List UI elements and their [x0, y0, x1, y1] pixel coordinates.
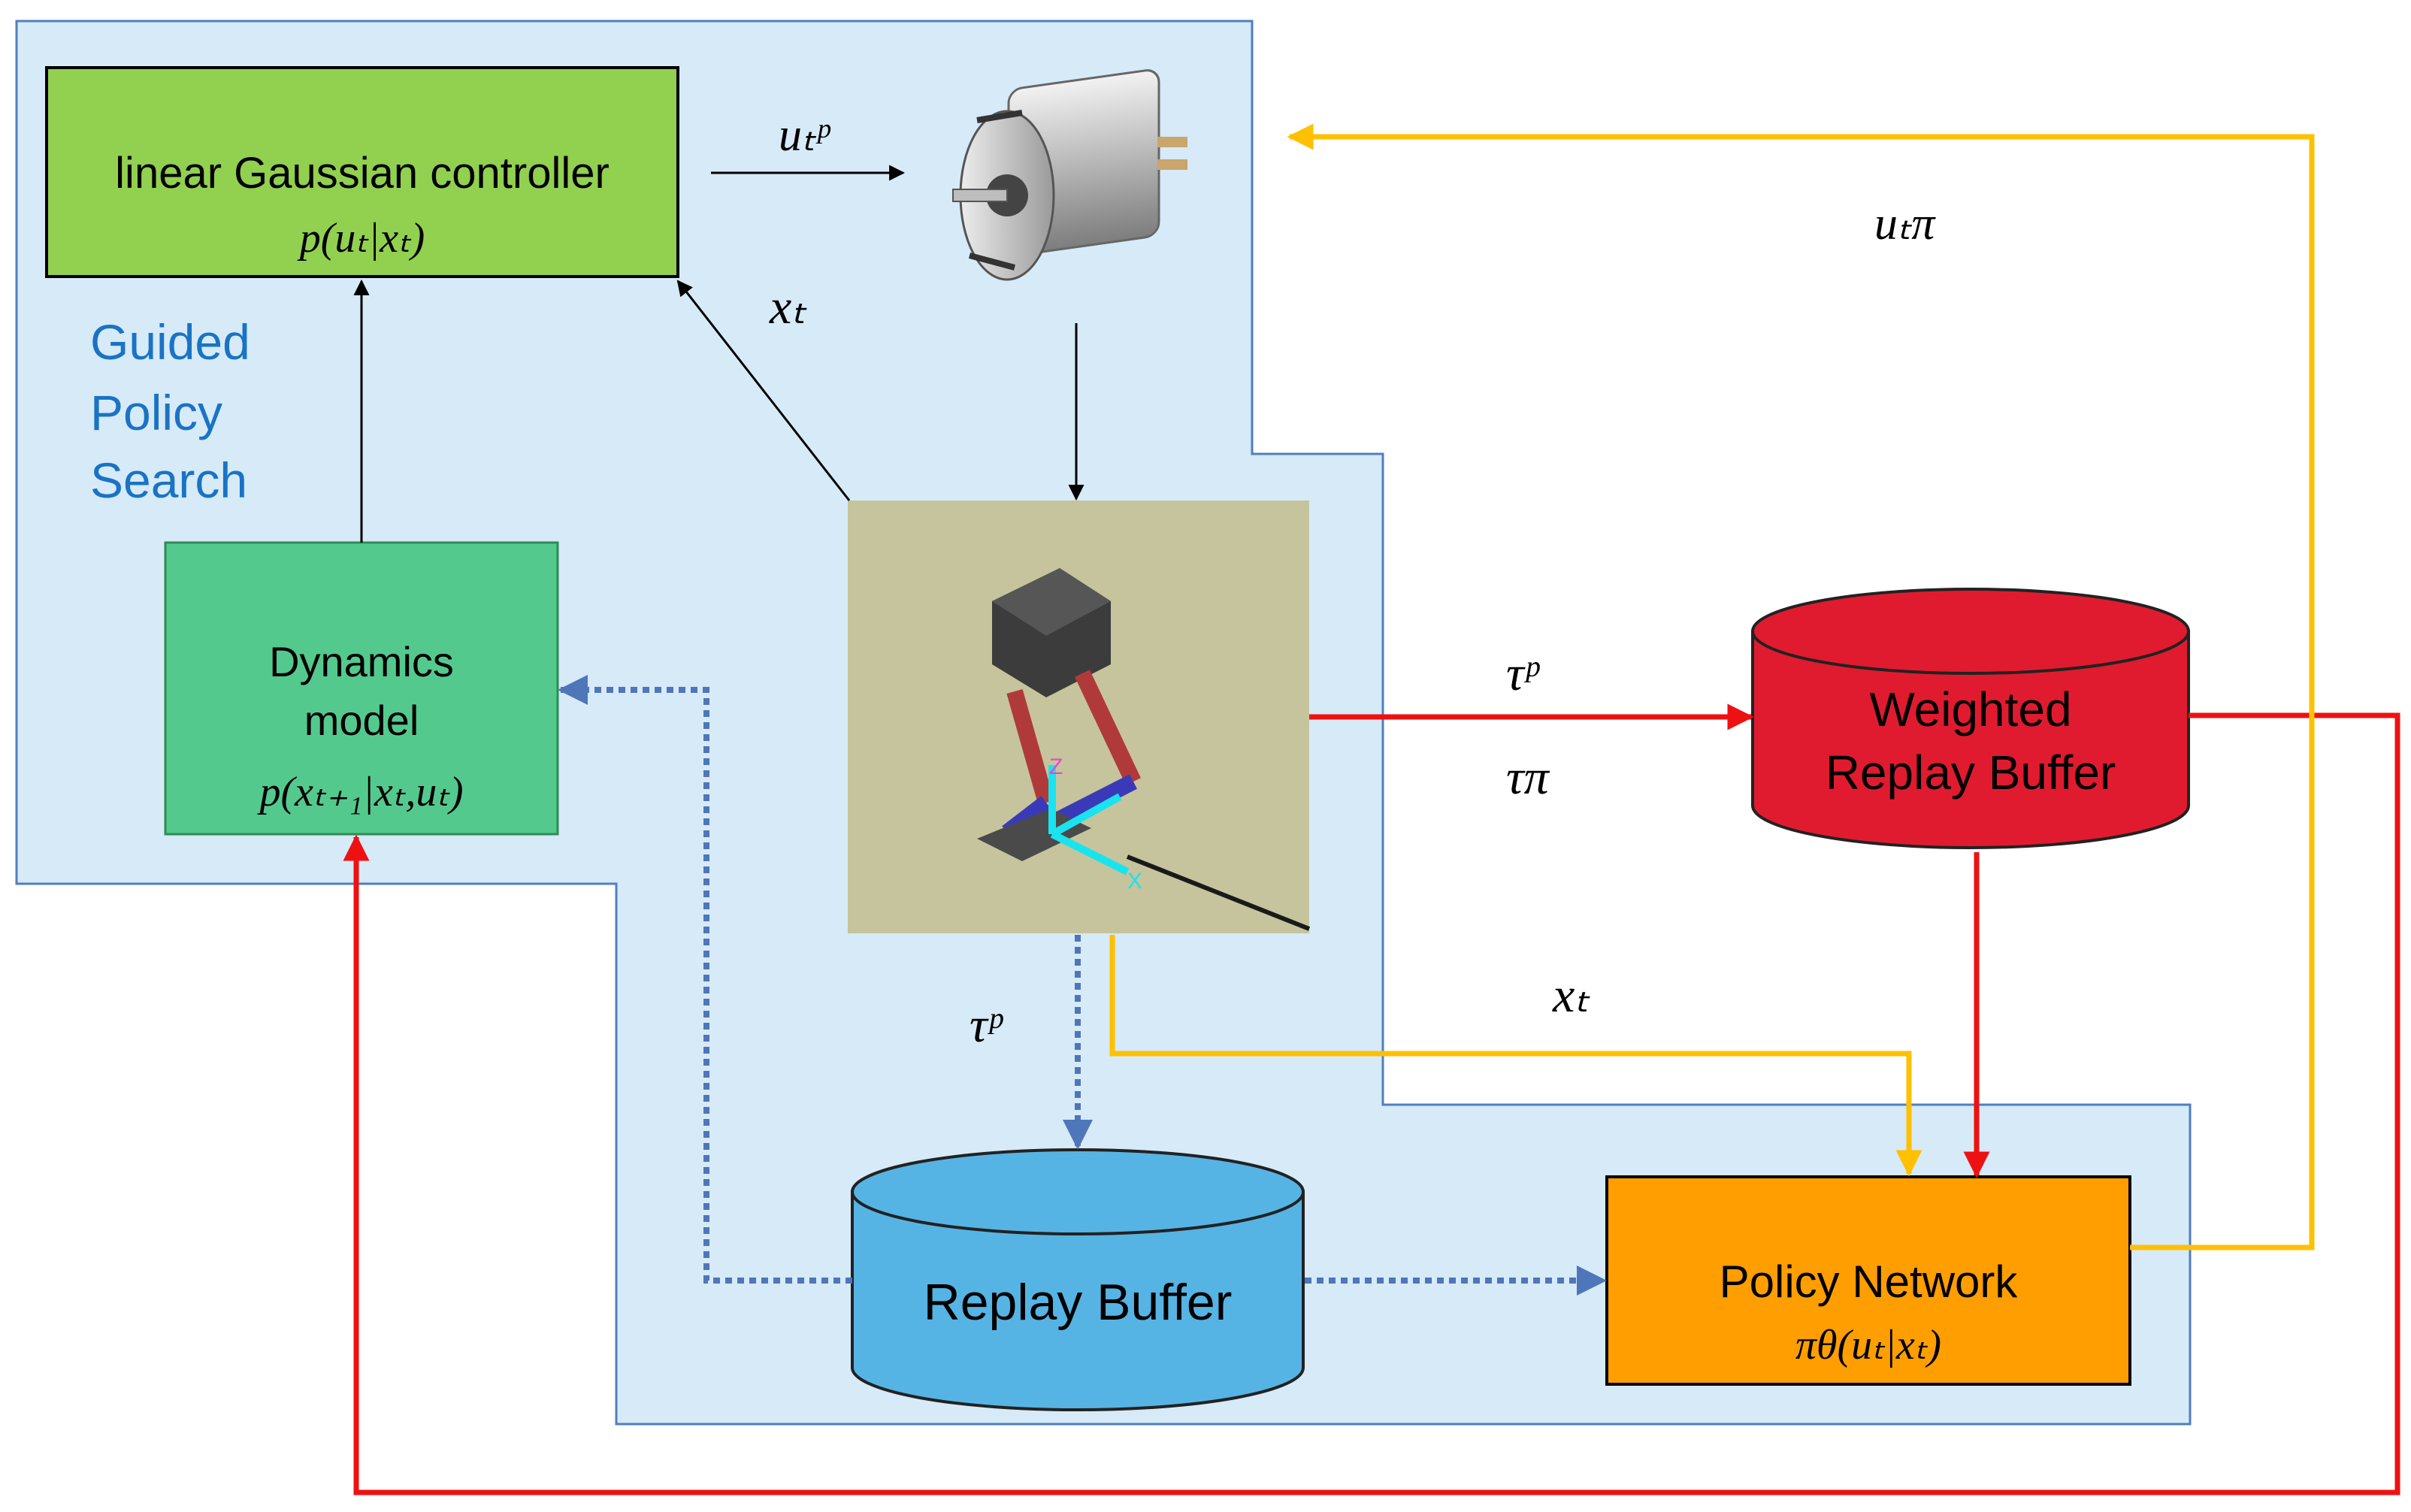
- robot-axis-z: Z: [1049, 754, 1063, 779]
- controller-label: linear Gaussian controller: [115, 149, 610, 198]
- dynamics-label-line2: model: [304, 697, 419, 744]
- replay-buffer-to-dynamics-arrow: [558, 675, 852, 1284]
- weighted-buffer-to-dynamics-arrow: [343, 712, 2400, 1495]
- policy-network-box[interactable]: [1605, 1175, 2131, 1386]
- tau-pi-right-label: τπ: [1506, 750, 1550, 805]
- x-t-top-label: xₜ: [769, 280, 807, 334]
- motor-icon: [952, 69, 1187, 281]
- region-label-line1: Guided: [90, 314, 250, 370]
- controller-box[interactable]: [45, 66, 679, 278]
- replay-buffer-label: Replay Buffer: [924, 1274, 1233, 1331]
- tau-p-bottom-label: τᵖ: [970, 998, 1004, 1053]
- weighted-buffer-label-line1: Weighted: [1869, 682, 2071, 736]
- weighted-replay-buffer[interactable]: [1751, 588, 2190, 849]
- policy-to-motor-action-arrow: [1287, 123, 2315, 1250]
- tau-p-right-label: τᵖ: [1506, 646, 1541, 701]
- u-pi-label: uₜπ: [1874, 198, 1936, 249]
- u-p-label: uₜᵖ: [779, 110, 830, 161]
- x-t-mid-label: xₜ: [1552, 968, 1590, 1023]
- policy-network-formula: πθ(uₜ|xₜ): [1795, 1322, 1941, 1368]
- region-label-line3: Search: [90, 452, 247, 508]
- weighted-buffer-label-line2: Replay Buffer: [1826, 745, 2116, 800]
- region-label-line2: Policy: [90, 385, 222, 440]
- robot-to-controller-arrow: [676, 280, 851, 501]
- robot-simulation-image: Z X: [848, 500, 1311, 933]
- policy-network-label: Policy Network: [1720, 1256, 2019, 1307]
- dynamics-model-box[interactable]: [164, 541, 559, 836]
- robot-axis-x: X: [1127, 869, 1142, 894]
- dynamics-formula: p(xₜ₊₁|xₜ,uₜ): [257, 769, 464, 815]
- robot-to-policy-state-arrow: [1109, 935, 1922, 1177]
- replay-buffer[interactable]: [851, 1148, 1305, 1411]
- dynamics-label-line1: Dynamics: [269, 638, 454, 685]
- controller-formula: p(uₜ|xₜ): [297, 215, 425, 262]
